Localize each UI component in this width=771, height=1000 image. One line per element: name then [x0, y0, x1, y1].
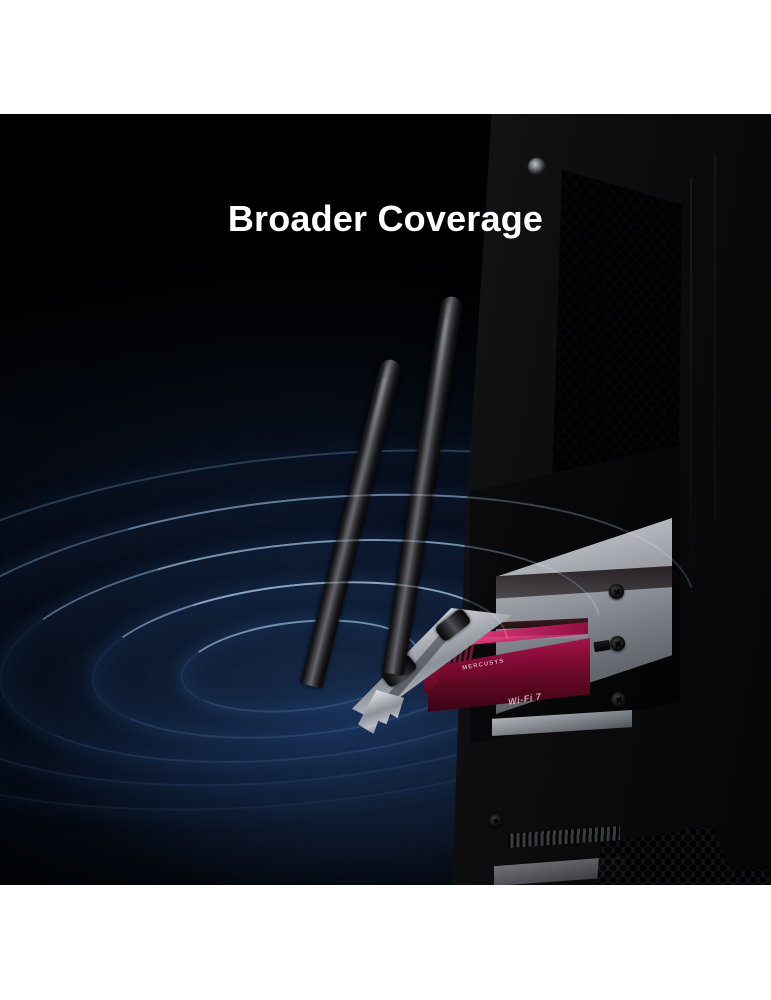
thumbscrew-1 — [609, 584, 624, 599]
thumbscrew-4 — [489, 814, 502, 827]
case-seam-right — [714, 154, 716, 624]
thumbscrew-3 — [611, 692, 626, 707]
signal-ring-front-3 — [0, 512, 612, 790]
signal-ring-front-2 — [84, 563, 516, 758]
page-title: Broader Coverage — [227, 198, 544, 239]
thumbscrew-2 — [610, 636, 625, 651]
card-bevel-highlight — [436, 634, 588, 642]
case-top-highlight — [528, 158, 546, 176]
hero-image: MERCUSYS Wi-Fi 7 — [0, 114, 771, 885]
signal-ring-front-4 — [0, 458, 710, 821]
